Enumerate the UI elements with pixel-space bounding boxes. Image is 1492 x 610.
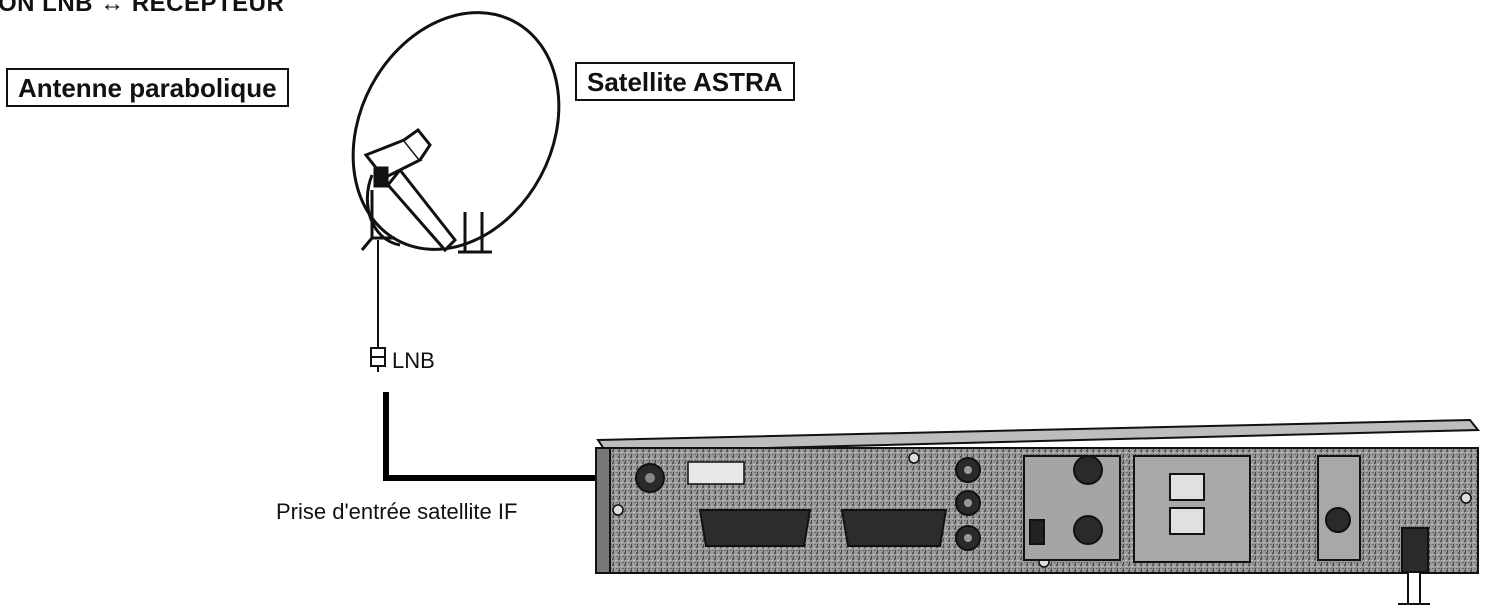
satellite-label: Satellite ASTRA	[575, 62, 795, 101]
lnb-label: LNB	[392, 348, 435, 373]
if-cable	[383, 392, 650, 481]
switch-block	[1133, 455, 1251, 563]
satellite-dish-icon	[351, 11, 561, 254]
if-input-label: Prise d'entrée satellite IF	[276, 499, 518, 524]
scart-sockets	[698, 509, 948, 547]
modulator-section	[1023, 455, 1121, 561]
power-cord	[1398, 527, 1430, 605]
power-section	[1317, 455, 1361, 561]
if-input-jack-icon	[635, 463, 665, 493]
section-heading: ON LNB ↔ RÉCEPTEUR	[0, 0, 285, 17]
satellite-receiver	[595, 418, 1481, 605]
antenna-label: Antenne parabolique	[6, 68, 289, 107]
lnb-cable	[370, 240, 386, 372]
